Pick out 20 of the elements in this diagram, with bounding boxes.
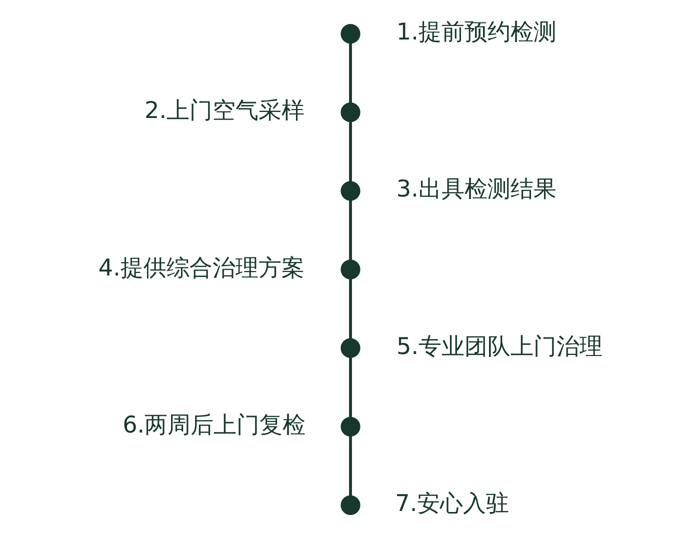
node-circle	[340, 181, 360, 201]
node-label: 6.两周后上门复检	[122, 412, 306, 438]
connector	[348, 200, 352, 260]
node-label: 5.专业团队上门治理	[396, 334, 602, 360]
connector	[348, 436, 352, 496]
node-circle	[340, 495, 360, 516]
node-label: 3.出具检测结果	[396, 176, 556, 203]
connector	[348, 43, 352, 103]
connector	[348, 357, 352, 418]
node-label: 7.安心入驻	[394, 491, 509, 517]
node-circle	[340, 102, 360, 122]
node-circle	[340, 260, 360, 280]
connector	[348, 278, 352, 339]
node-label: 2.上门空气采样	[144, 98, 304, 124]
node-label: 1.提前预约检测	[396, 20, 556, 46]
node-circle	[340, 416, 360, 436]
node-circle	[340, 24, 360, 44]
node-circle	[340, 338, 360, 358]
node-label: 4.提供综合治理方案	[98, 255, 304, 282]
connector	[348, 122, 352, 182]
